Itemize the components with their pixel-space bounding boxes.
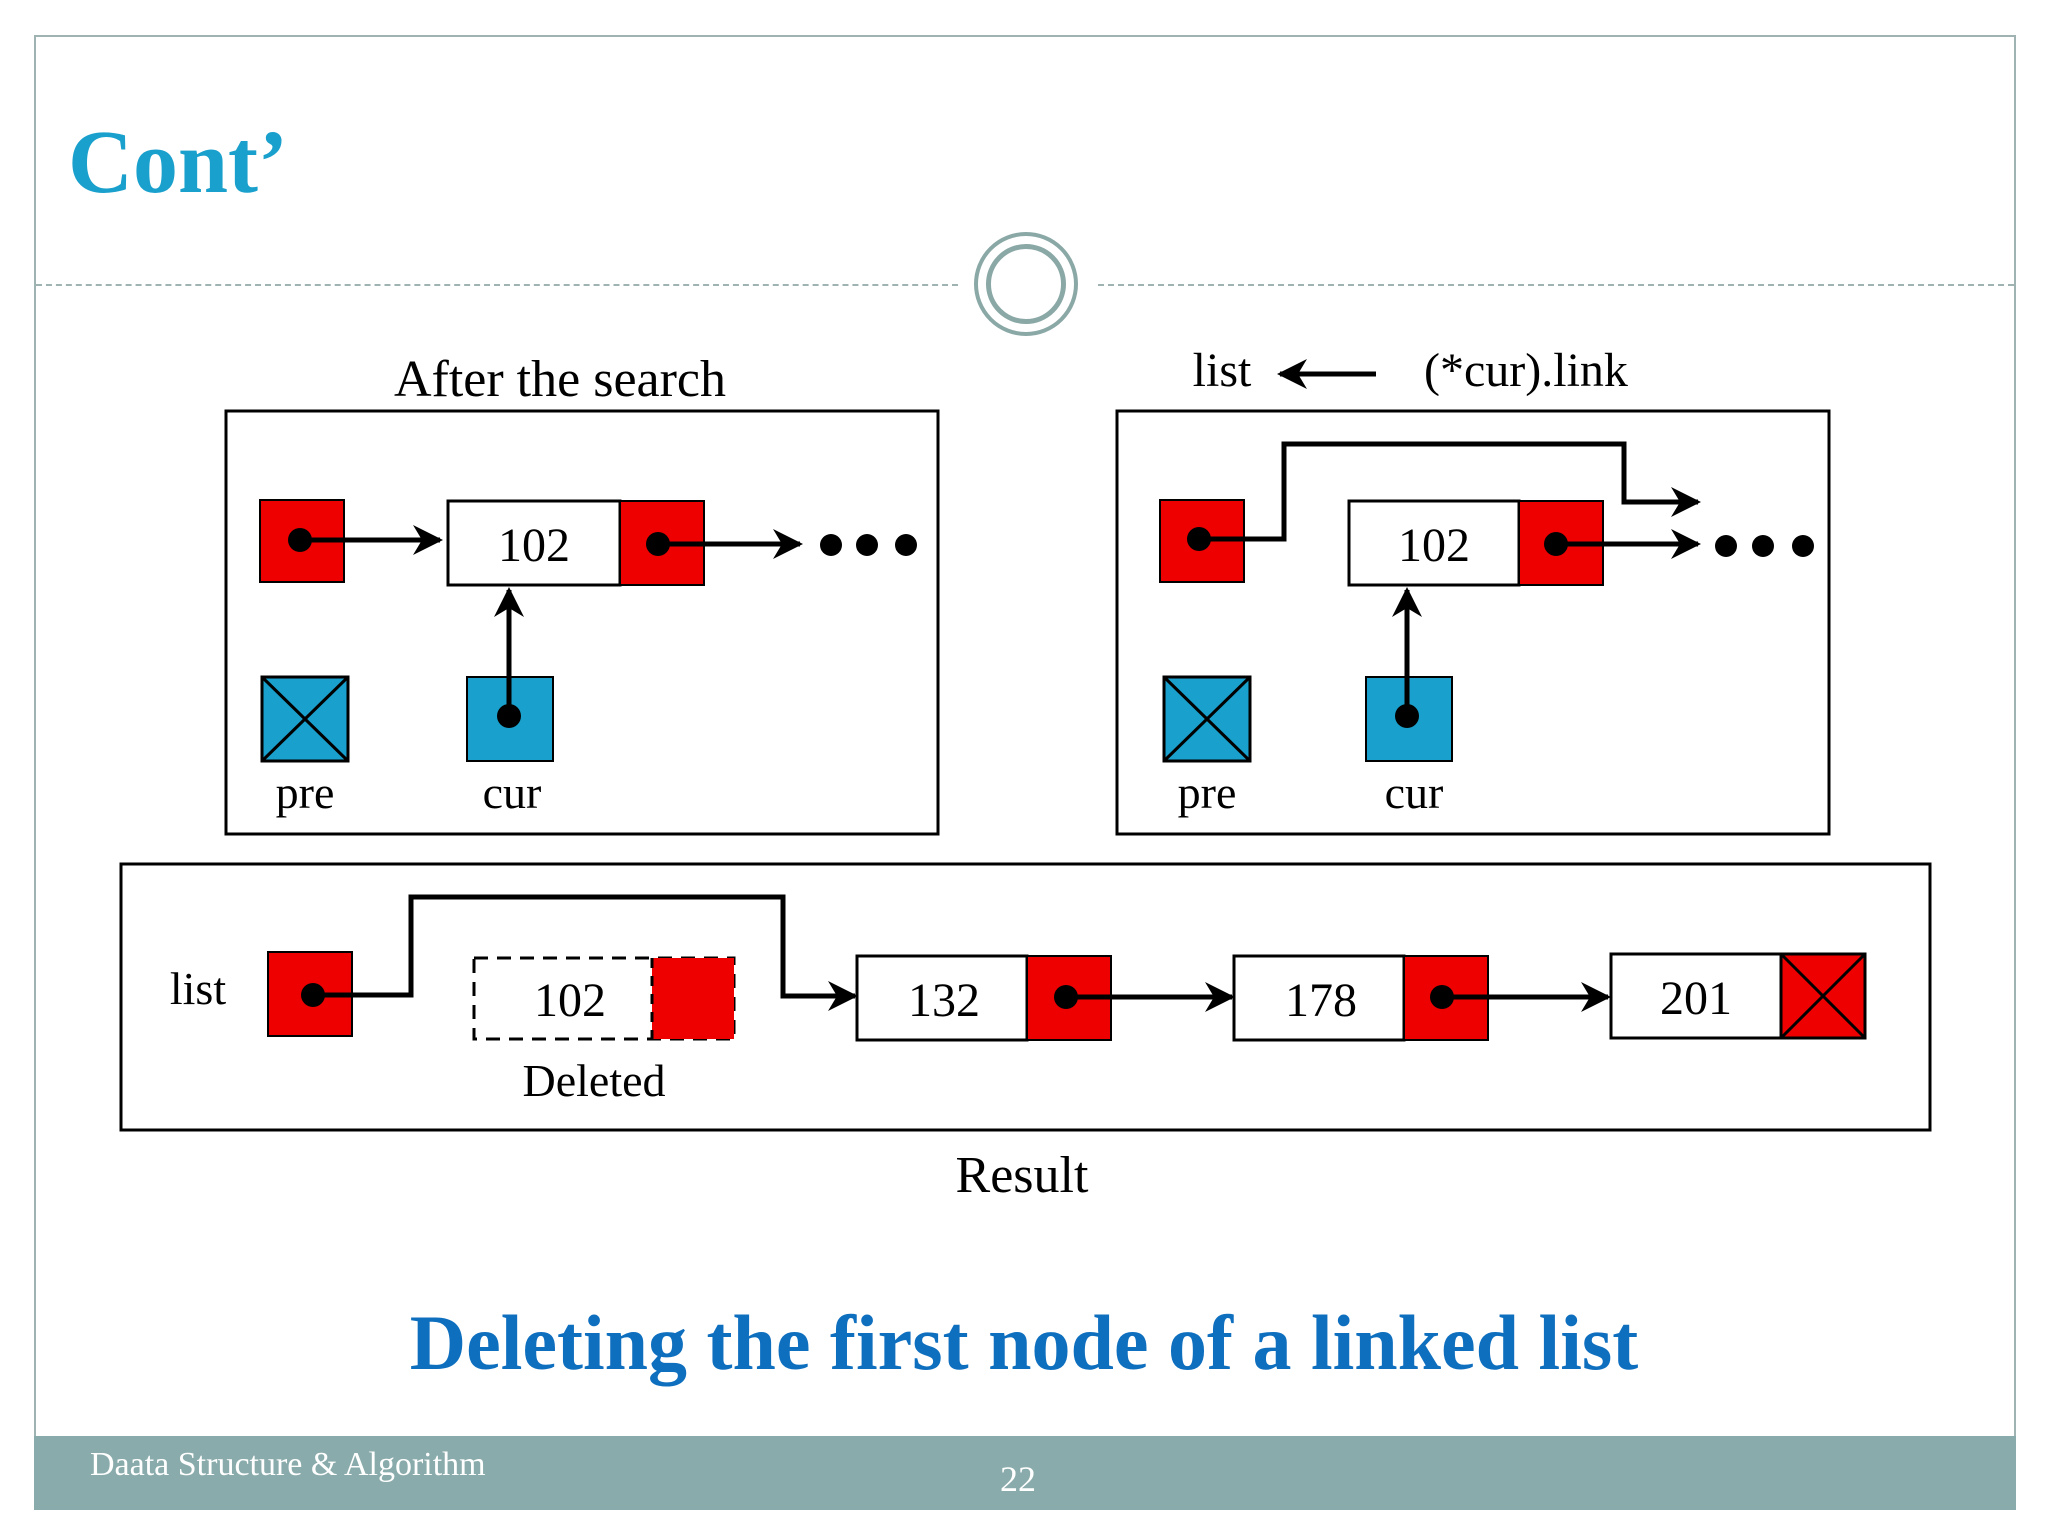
- slide-caption: Deleting the first node of a linked list: [409, 1299, 1639, 1386]
- pre-label: pre: [1178, 767, 1237, 818]
- null-cross: [260, 675, 350, 763]
- circle-ornament-icon: [974, 232, 1078, 336]
- panel-result: list 102 Deleted 132 178 201: [119, 862, 1932, 1132]
- ellipsis-dot: [820, 534, 842, 556]
- panel-before-heading: After the search: [394, 351, 726, 408]
- divider-right: [1098, 284, 2014, 286]
- panel-result-frame: [119, 862, 1932, 1132]
- bypass-arrow: [313, 894, 858, 1011]
- panel-after-search: After the search 102 pre cur: [224, 351, 940, 836]
- node-value: 102: [1398, 519, 1470, 572]
- cur-label: cur: [483, 767, 542, 818]
- footer-bar: Daata Structure & Algorithm 22: [34, 1436, 2016, 1510]
- node-value: 132: [908, 974, 980, 1027]
- node-data-box: [1347, 499, 1521, 587]
- page-number: 22: [1000, 1459, 1036, 1499]
- ellipsis-dot: [895, 534, 917, 556]
- node-value: 201: [1660, 972, 1732, 1025]
- pre-label: pre: [276, 767, 335, 818]
- cur-label: cur: [1385, 767, 1444, 818]
- panel-after-heading-left: list: [1193, 344, 1252, 397]
- panel-before-frame: [224, 409, 940, 836]
- null-cross: [1162, 675, 1252, 763]
- panel-after-frame: [1115, 409, 1831, 836]
- deleted-link-box: [652, 958, 734, 1039]
- deleted-node-value: 102: [534, 974, 606, 1027]
- relink-arrow: [1199, 441, 1701, 542]
- node-value: 178: [1285, 974, 1357, 1027]
- ellipsis-dot: [1752, 535, 1774, 557]
- deleted-label: Deleted: [522, 1055, 665, 1106]
- divider-left: [36, 284, 958, 286]
- ellipsis-dot: [1792, 535, 1814, 557]
- slide-title: Cont’: [68, 113, 288, 212]
- result-heading: Result: [956, 1147, 1089, 1204]
- node-data-box: [1609, 952, 1783, 1040]
- node-value: 102: [498, 519, 570, 572]
- result-list-label: list: [170, 963, 226, 1014]
- footer-course-title: Daata Structure & Algorithm: [90, 1446, 486, 1483]
- node-data-box: [446, 499, 622, 587]
- ellipsis-dot: [1715, 535, 1737, 557]
- null-cross: [1779, 952, 1867, 1040]
- ellipsis-dot: [856, 534, 878, 556]
- panel-after-heading-right: (*cur).link: [1424, 344, 1628, 397]
- panel-relink: list (*cur).link 102 pre cur: [1115, 344, 1831, 836]
- node-data-box: [1232, 954, 1406, 1042]
